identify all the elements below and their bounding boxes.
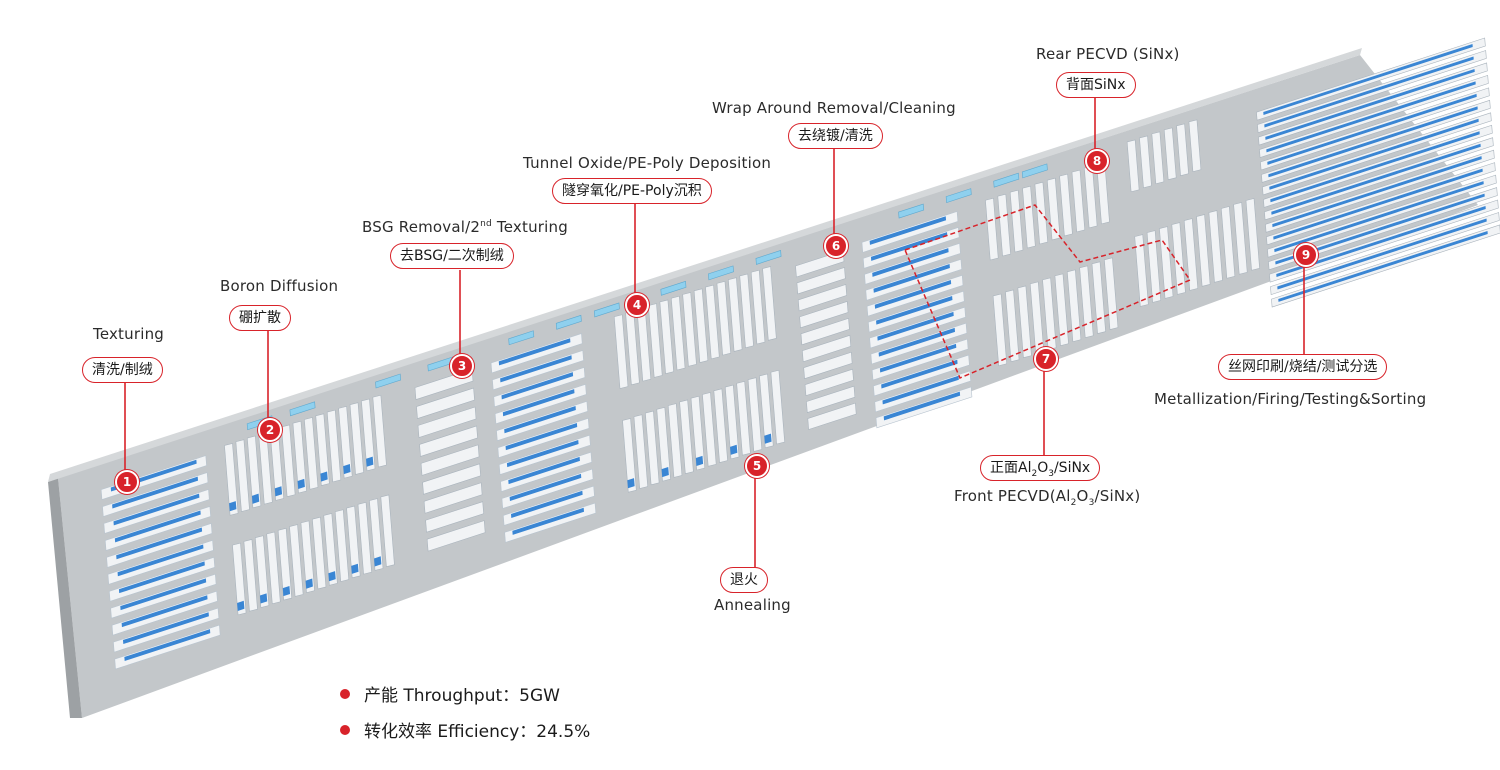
step-6-en-label: Wrap Around Removal/Cleaning [712,99,956,117]
leader-lines [124,98,1305,567]
throughput-sep: ： [502,686,520,706]
step-7-en-p2: O [1076,487,1089,505]
step-6-badge: 6 [824,234,848,258]
throughput-value: 5GW [519,686,560,706]
bullet-dot [340,689,350,699]
step-7-cn-p3: 3 [1048,468,1054,479]
step-9-en-label: Metallization/Firing/Testing&Sorting [1154,390,1427,408]
step-7-en-p3: 3 [1088,498,1095,508]
step-6-cn-label: 去绕镀/清洗 [788,123,883,149]
efficiency-stat: 转化效率 Efficiency：24.5% [340,717,590,742]
step-8-badge: 8 [1085,149,1109,173]
step-3-en-sup: nd [480,219,492,229]
step-3-cn-label: 去BSG/二次制绒 [390,243,514,269]
production-line-equipment [100,37,1500,670]
step-3-en-label: BSG Removal/2nd Texturing [362,218,568,236]
step-2-cn-label: 硼扩散 [229,305,291,331]
step-7-cn-p2: O [1037,460,1049,476]
efficiency-label: 转化效率 Efficiency [364,722,520,742]
efficiency-sep: ： [519,722,537,742]
step-7-cn-p4: /SiNx [1053,460,1091,476]
step-7-badge: 7 [1034,347,1058,371]
step-4-cn-label: 隧穿氧化/PE-Poly沉积 [552,178,712,204]
step-1-en-label: Texturing [93,325,165,343]
step-7-cn-p1: 2 [1031,468,1038,479]
step-8-cn-label: 背面SiNx [1056,72,1136,98]
step-5-cn-label: 退火 [720,567,768,593]
efficiency-value: 24.5% [536,722,591,742]
step-9-badge: 9 [1294,243,1318,267]
step-2-badge: 2 [258,418,282,442]
step-7-en-p4: /SiNx) [1094,487,1141,505]
step-3-badge: 3 [450,354,474,378]
step-1-cn-label: 清洗/制绒 [82,357,163,383]
step-4-badge: 4 [625,293,649,317]
step-8-en-label: Rear PECVD (SiNx) [1036,45,1180,63]
step-3-en-tail: Texturing [491,218,568,236]
step-7-cn-p0: 正面Al [990,460,1032,476]
step-7-cn-label: 正面Al2O3/SiNx [980,455,1101,481]
bullet-dot [340,725,350,735]
step-7-en-p1: 2 [1070,498,1077,508]
step-2-en-label: Boron Diffusion [220,277,339,295]
step-1-badge: 1 [115,470,139,494]
step-7-en-p0: Front PECVD(Al [954,487,1071,505]
step-4-en-label: Tunnel Oxide/PE-Poly Deposition [523,154,772,172]
pecvd-zone-outline [903,204,1192,379]
step-3-en-main: BSG Removal/2 [362,218,481,236]
throughput-label: 产能 Throughput [364,686,503,706]
step-7-en-label: Front PECVD(Al2O3/SiNx) [954,487,1140,508]
throughput-stat: 产能 Throughput：5GW [340,681,560,706]
step-9-cn-label: 丝网印刷/烧结/测试分选 [1218,354,1388,380]
step-5-badge: 5 [745,454,769,478]
step-5-en-label: Annealing [714,596,791,614]
